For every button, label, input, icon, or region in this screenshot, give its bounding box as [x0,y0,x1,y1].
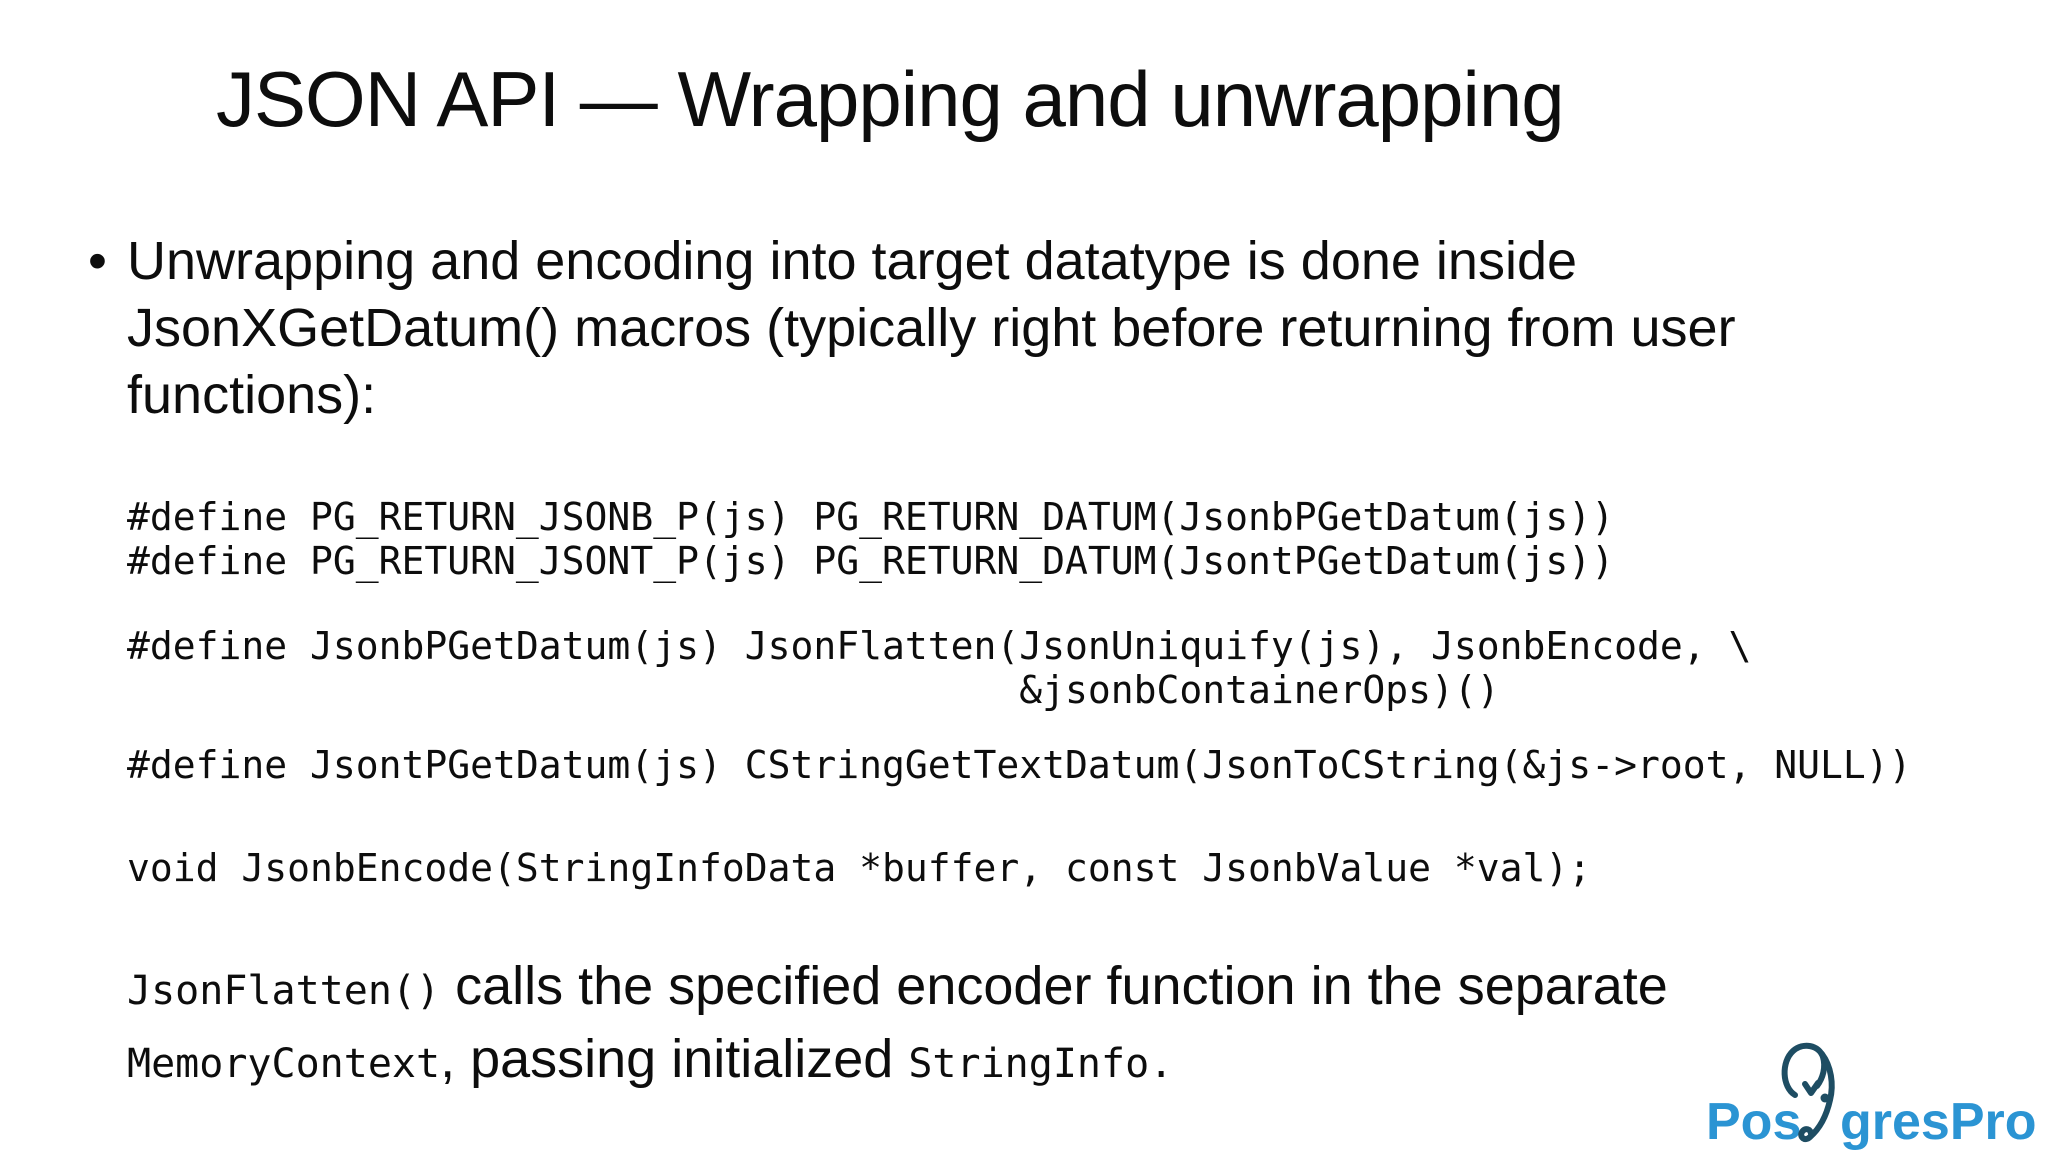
postgrespro-logo: Pos gresPro [1706,1040,2042,1148]
footer-note-code-stringinfo: StringInfo. [908,1041,1174,1087]
code-block-jsonbencode-signature: void JsonbEncode(StringInfoData *buffer,… [127,846,1591,890]
code-block-jsont-getdatum: #define JsontPGetDatum(js) CStringGetTex… [127,743,1911,787]
code-line: #define JsontPGetDatum(js) CStringGetTex… [127,743,1912,787]
bullet-paragraph: Unwrapping and encoding into target data… [127,231,1736,425]
code-line: void JsonbEncode(StringInfoData *buffer,… [127,846,1592,890]
elephant-icon [1781,1042,1835,1143]
footer-note-text: calls the specified encoder function in … [440,956,1668,1016]
code-line: #define PG_RETURN_JSONB_P(js) PG_RETURN_… [127,495,1615,539]
footer-note: JsonFlatten() calls the specified encode… [127,952,1827,1098]
bullet-marker: • [88,231,107,291]
code-line: &jsonbContainerOps)() [127,668,1500,712]
code-block-jsonb-getdatum: #define JsonbPGetDatum(js) JsonFlatten(J… [127,624,1751,712]
slide-title: JSON API — Wrapping and unwrapping [216,55,1565,143]
footer-note-text: , passing initialized [440,1029,909,1089]
logo-text-grespro: gresPro [1840,1093,2037,1151]
code-line: #define JsonbPGetDatum(js) JsonFlatten(J… [127,624,1752,668]
footer-note-code-jsonflatten: JsonFlatten() [127,968,441,1014]
code-line: #define PG_RETURN_JSONT_P(js) PG_RETURN_… [127,539,1615,583]
footer-note-code-memorycontext: MemoryContext [127,1041,441,1087]
code-block-return-macros: #define PG_RETURN_JSONB_P(js) PG_RETURN_… [127,495,1614,583]
logo-text-pos: Pos [1706,1093,1802,1151]
